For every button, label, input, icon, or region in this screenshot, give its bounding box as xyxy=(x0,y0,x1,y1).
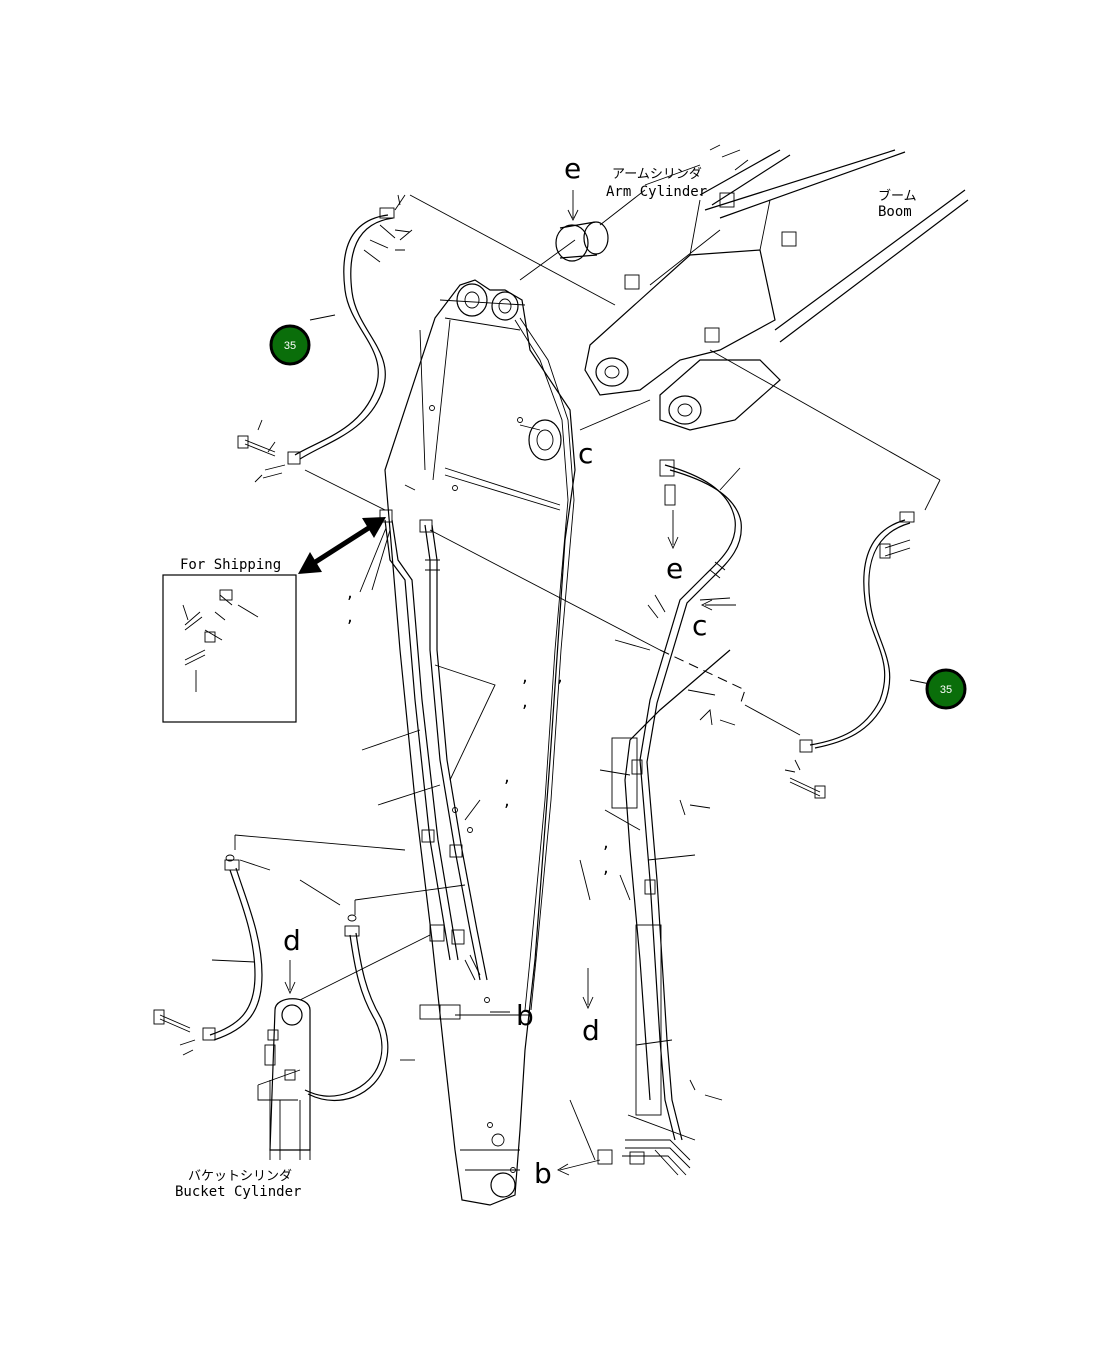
svg-text:35: 35 xyxy=(284,340,296,352)
bucket-cylinder xyxy=(257,998,311,1160)
callout-c-top: c xyxy=(578,437,593,470)
svg-text:,: , xyxy=(603,832,609,853)
right-pipe-run xyxy=(597,459,742,1176)
callout-c-right: c xyxy=(692,609,707,642)
svg-text:,: , xyxy=(522,666,528,687)
svg-text:,: , xyxy=(347,606,353,627)
callout-e-top: e xyxy=(564,152,581,185)
callout-b-bottom: b xyxy=(534,1157,552,1190)
pointer-arrows xyxy=(284,510,736,1176)
for-shipping-box xyxy=(162,574,297,723)
arm-pipes xyxy=(379,317,575,1020)
svg-text:,: , xyxy=(522,691,528,712)
svg-text:,: , xyxy=(347,582,353,603)
tick-marks: , , , , , , , , , xyxy=(347,582,609,878)
arm-cylinder-boss xyxy=(555,190,609,262)
bucket-cylinder-jp-label: バケットシリンダ xyxy=(188,1169,292,1184)
svg-text:35: 35 xyxy=(940,684,952,696)
shipping-double-arrow xyxy=(298,517,391,593)
badge-right: 35 xyxy=(925,668,967,710)
svg-text:,: , xyxy=(557,666,563,687)
boom-jp-label: ブーム xyxy=(878,188,917,204)
callout-d-left: d xyxy=(283,924,301,957)
arm-cylinder-en-label: Arm Cylinder xyxy=(606,184,707,200)
callout-e-right: e xyxy=(666,552,683,585)
for-shipping-label: For Shipping xyxy=(180,557,281,573)
left-hose-assembly xyxy=(237,194,413,483)
boom-structure xyxy=(584,149,969,431)
svg-text:,: , xyxy=(603,857,609,878)
callout-b-mid: b xyxy=(516,999,534,1032)
leader-lines xyxy=(234,144,941,1161)
svg-text:,: , xyxy=(504,766,510,787)
text-labels: アームシリンダ Arm Cylinder ブーム Boom バケットシリンダ B… xyxy=(175,152,917,1200)
part-leader-lines xyxy=(211,229,931,1176)
callout-d-right: d xyxy=(582,1014,600,1047)
right-hose-assembly xyxy=(784,511,915,799)
boom-en-label: Boom xyxy=(878,204,912,220)
arm-cylinder-jp-label: アームシリンダ xyxy=(612,167,702,182)
badge-left: 35 xyxy=(269,324,311,366)
svg-text:,: , xyxy=(504,790,510,811)
arm-body xyxy=(384,279,576,1206)
bucket-hoses xyxy=(153,854,389,1102)
bucket-cylinder-en-label: Bucket Cylinder xyxy=(175,1184,301,1200)
